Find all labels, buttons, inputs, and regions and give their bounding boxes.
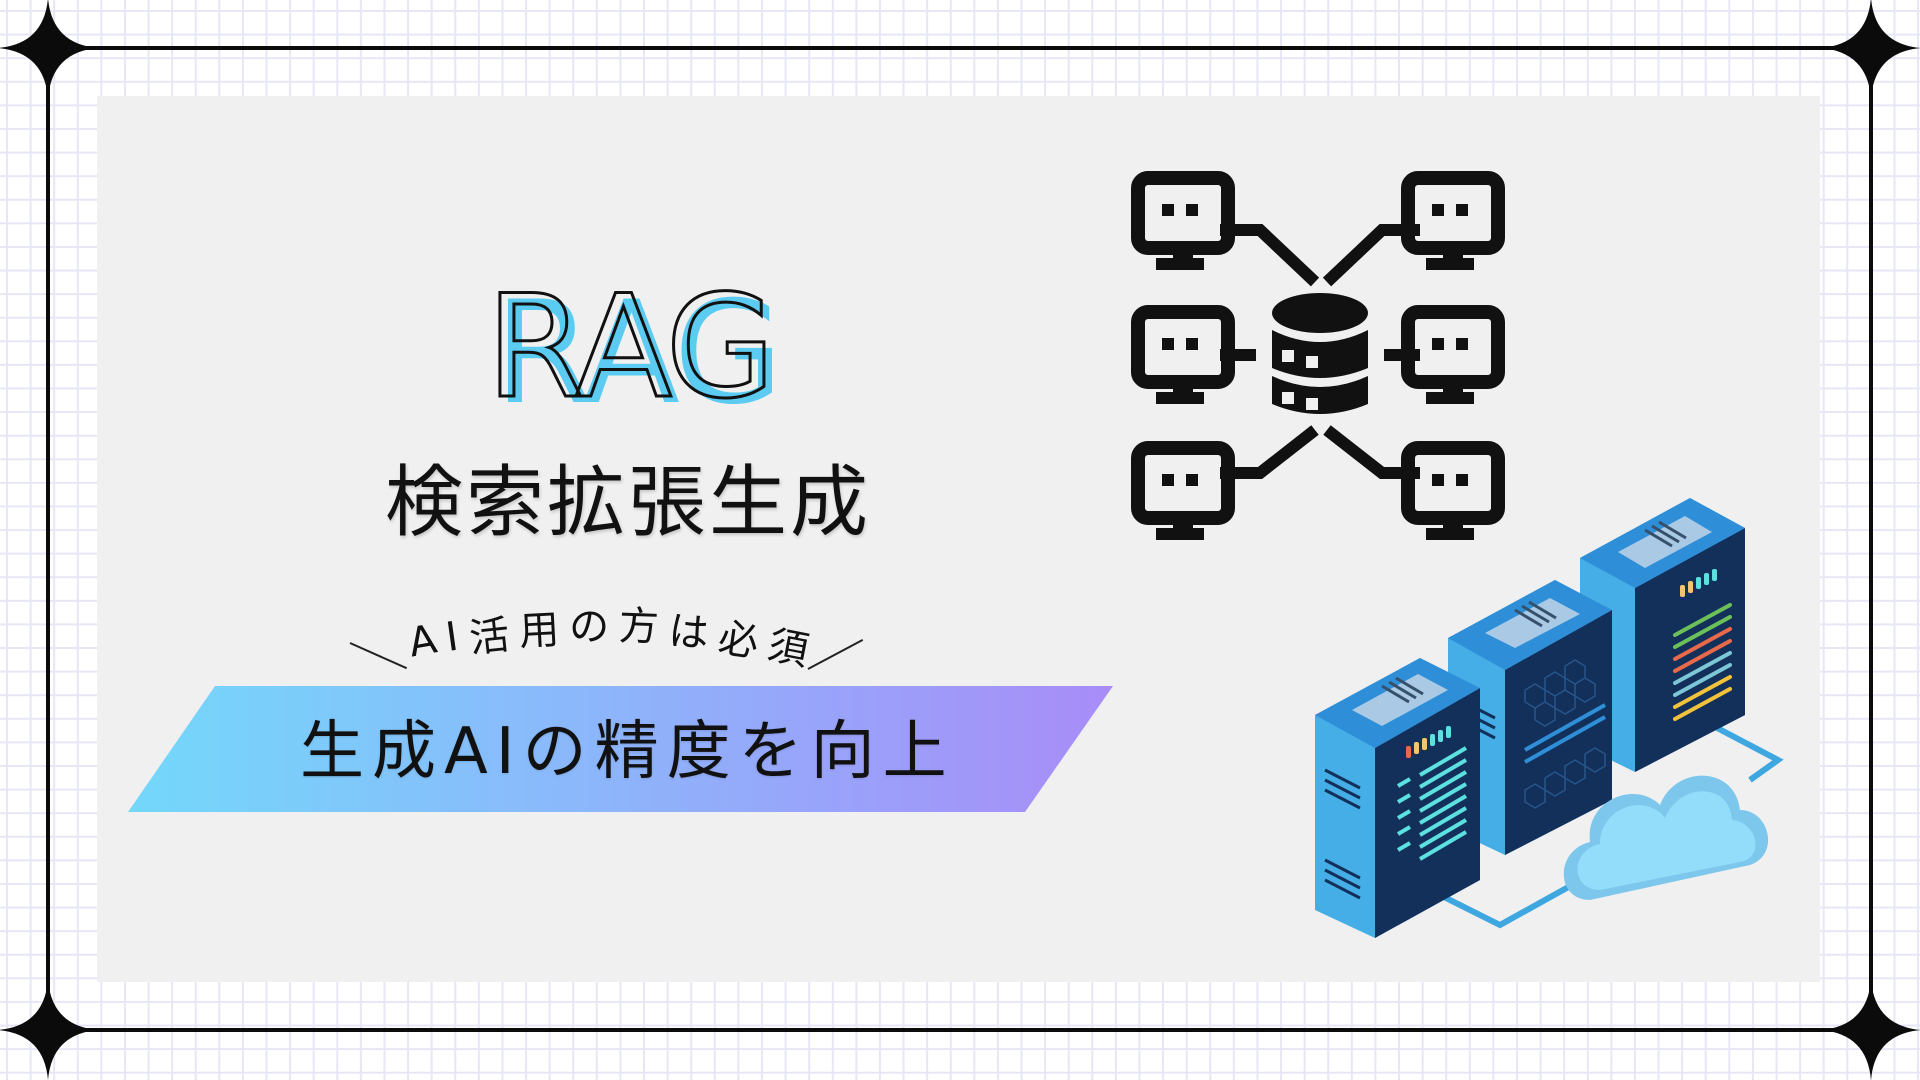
tagline-left-slash — [349, 642, 408, 670]
highlight-banner — [128, 686, 1113, 812]
frame-top-line — [48, 46, 1871, 50]
corner-star-icon-top-left — [0, 0, 98, 98]
server-rack-cloud-illustration — [1315, 498, 1784, 938]
cloud-icon — [1563, 775, 1769, 900]
svg-text:RAG: RAG — [494, 271, 780, 410]
frame-left-line — [46, 48, 50, 1030]
page-subtitle: 検索拡張生成 — [385, 458, 872, 548]
server-right — [1580, 498, 1745, 772]
corner-star-icon-bottom-right — [1821, 980, 1920, 1080]
tagline: A I 活 用 の 方 は 必 須 — [340, 590, 900, 676]
corner-star-icon-top-right — [1821, 0, 1920, 98]
corner-star-icon-bottom-left — [0, 980, 98, 1080]
banner-text: 生成AIの精度を向上 — [300, 715, 955, 789]
svg-text:RAG: RAG — [486, 270, 772, 410]
frame-right-line — [1869, 48, 1873, 1030]
database-network-icon — [1131, 171, 1520, 550]
frame-bottom-line — [48, 1028, 1871, 1032]
rag-title: RAG RAG — [485, 270, 784, 410]
tagline-text: A I 活 用 の 方 は 必 須 — [405, 603, 817, 676]
server-left — [1315, 658, 1480, 938]
